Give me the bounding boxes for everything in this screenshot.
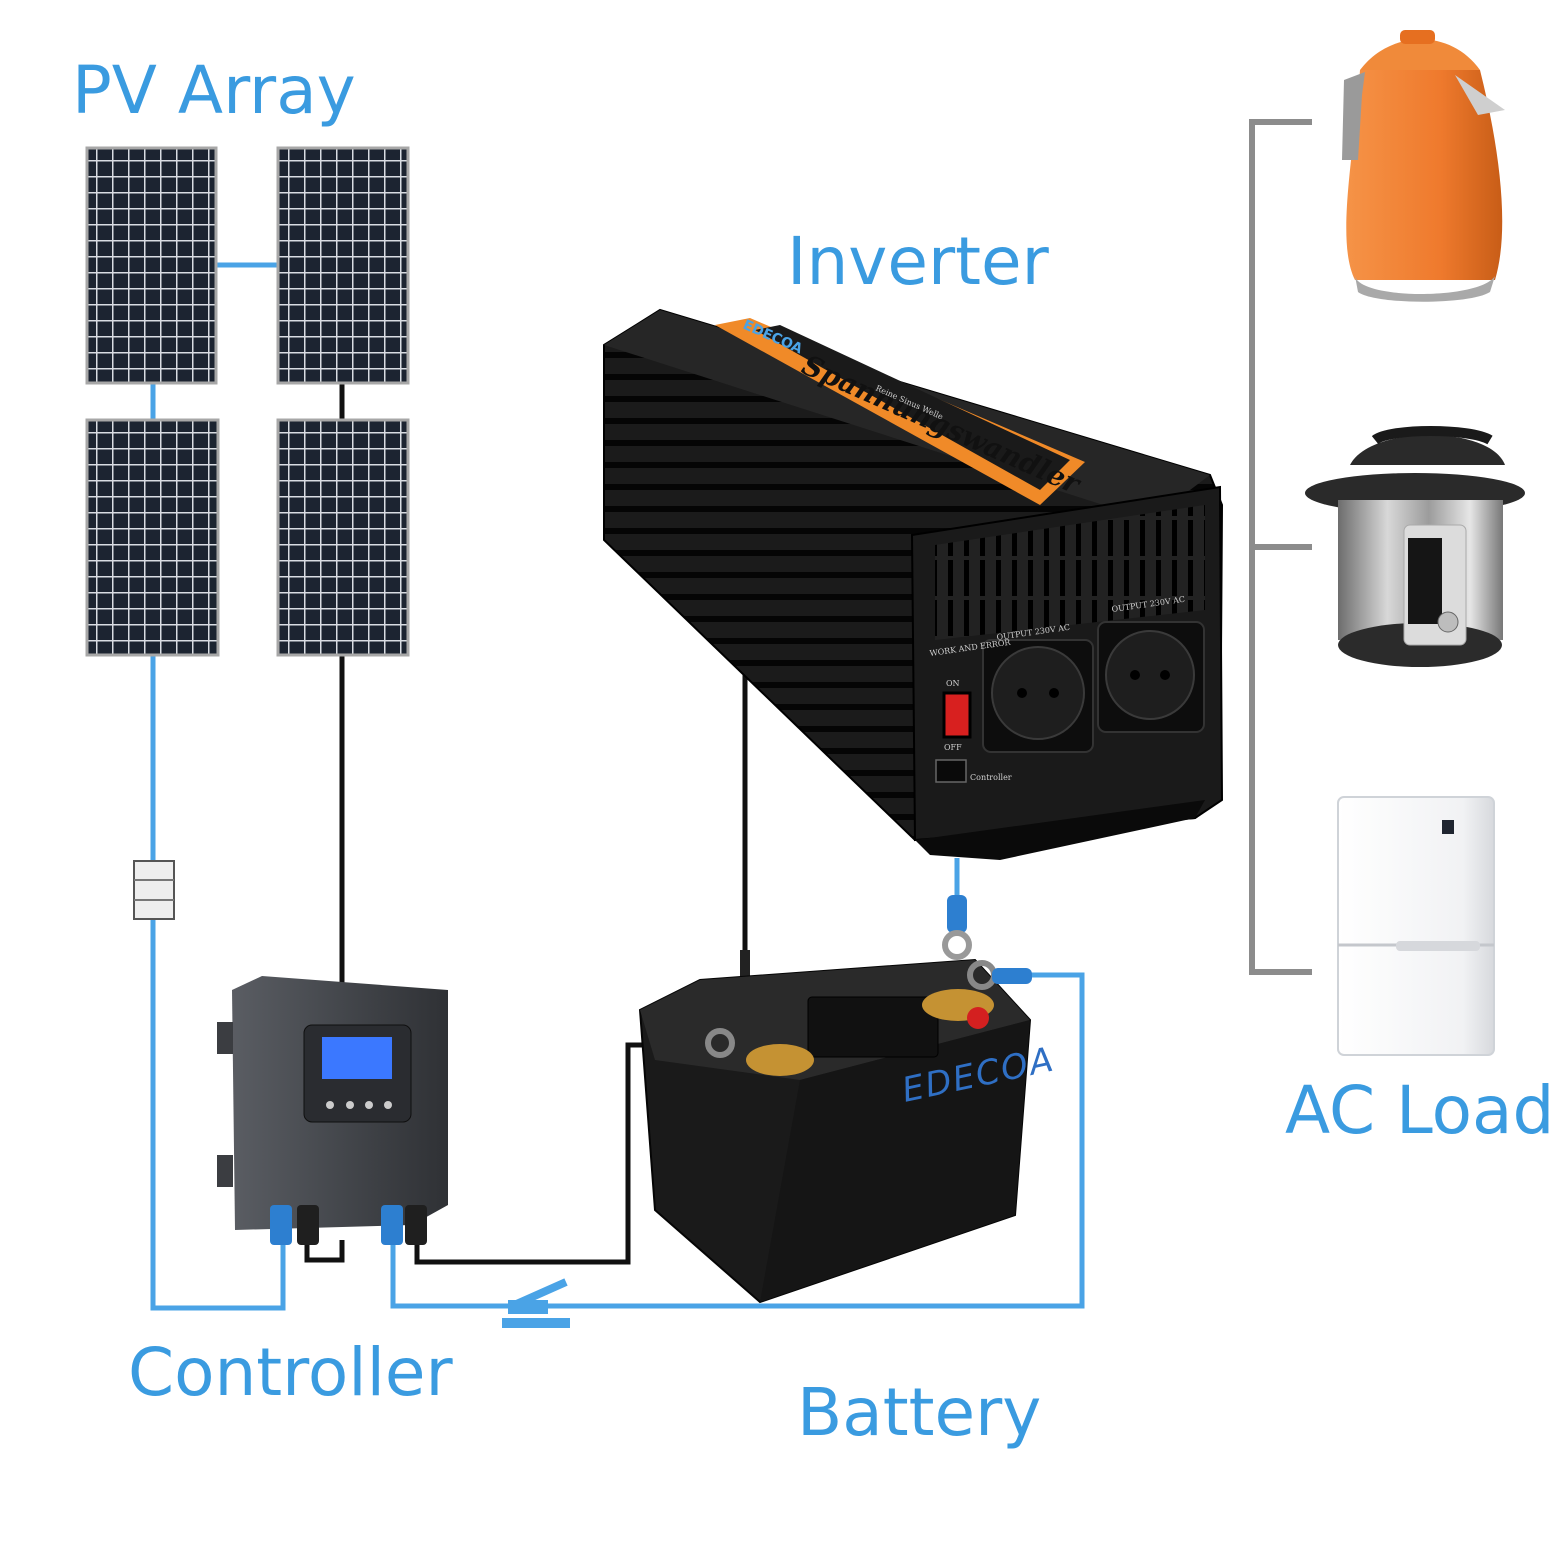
battery-device: EDECOA <box>638 958 1058 1304</box>
switch-symbol <box>502 1278 570 1328</box>
label-battery: Battery <box>797 1374 1041 1451</box>
label-ac-load: AC Load <box>1285 1072 1554 1149</box>
kettle-appliance <box>1342 30 1505 302</box>
dc-breaker <box>133 860 175 920</box>
pv-negative-loop <box>304 1240 345 1263</box>
label-controller: Controller <box>128 1334 454 1411</box>
fridge-appliance <box>1337 796 1495 1056</box>
solar-panel-2 <box>276 146 410 385</box>
solar-panel-3 <box>85 418 220 657</box>
power-switch <box>942 691 972 739</box>
ac-outlet-2 <box>1097 621 1205 733</box>
controller-lcd <box>322 1037 392 1079</box>
solar-panel-4 <box>276 418 410 657</box>
remote-port-label: Controller <box>970 773 1012 782</box>
pv-array <box>85 146 410 657</box>
charge-controller-device <box>217 976 448 1245</box>
switch-off-label: OFF <box>944 743 962 752</box>
pressure-cooker-appliance <box>1305 426 1525 667</box>
ac-load-bracket <box>1249 119 1312 975</box>
solar-panel-1 <box>85 146 218 385</box>
ac-outlet-1 <box>982 639 1094 753</box>
battery-negative-terminal <box>705 1028 814 1076</box>
battery-positive-terminal <box>922 960 1032 1029</box>
remote-port <box>935 759 967 783</box>
label-inverter: Inverter <box>787 223 1050 300</box>
inverter-device: Spannungswandler Reine Sinus Welle EDECO… <box>603 308 1224 1015</box>
pv-positive-wire-lower <box>150 920 286 1311</box>
controller-battery-positive-wire <box>390 972 1085 1309</box>
switch-on-label: ON <box>946 679 960 688</box>
label-pv-array: PV Array <box>72 52 356 129</box>
wires <box>150 262 1085 1311</box>
